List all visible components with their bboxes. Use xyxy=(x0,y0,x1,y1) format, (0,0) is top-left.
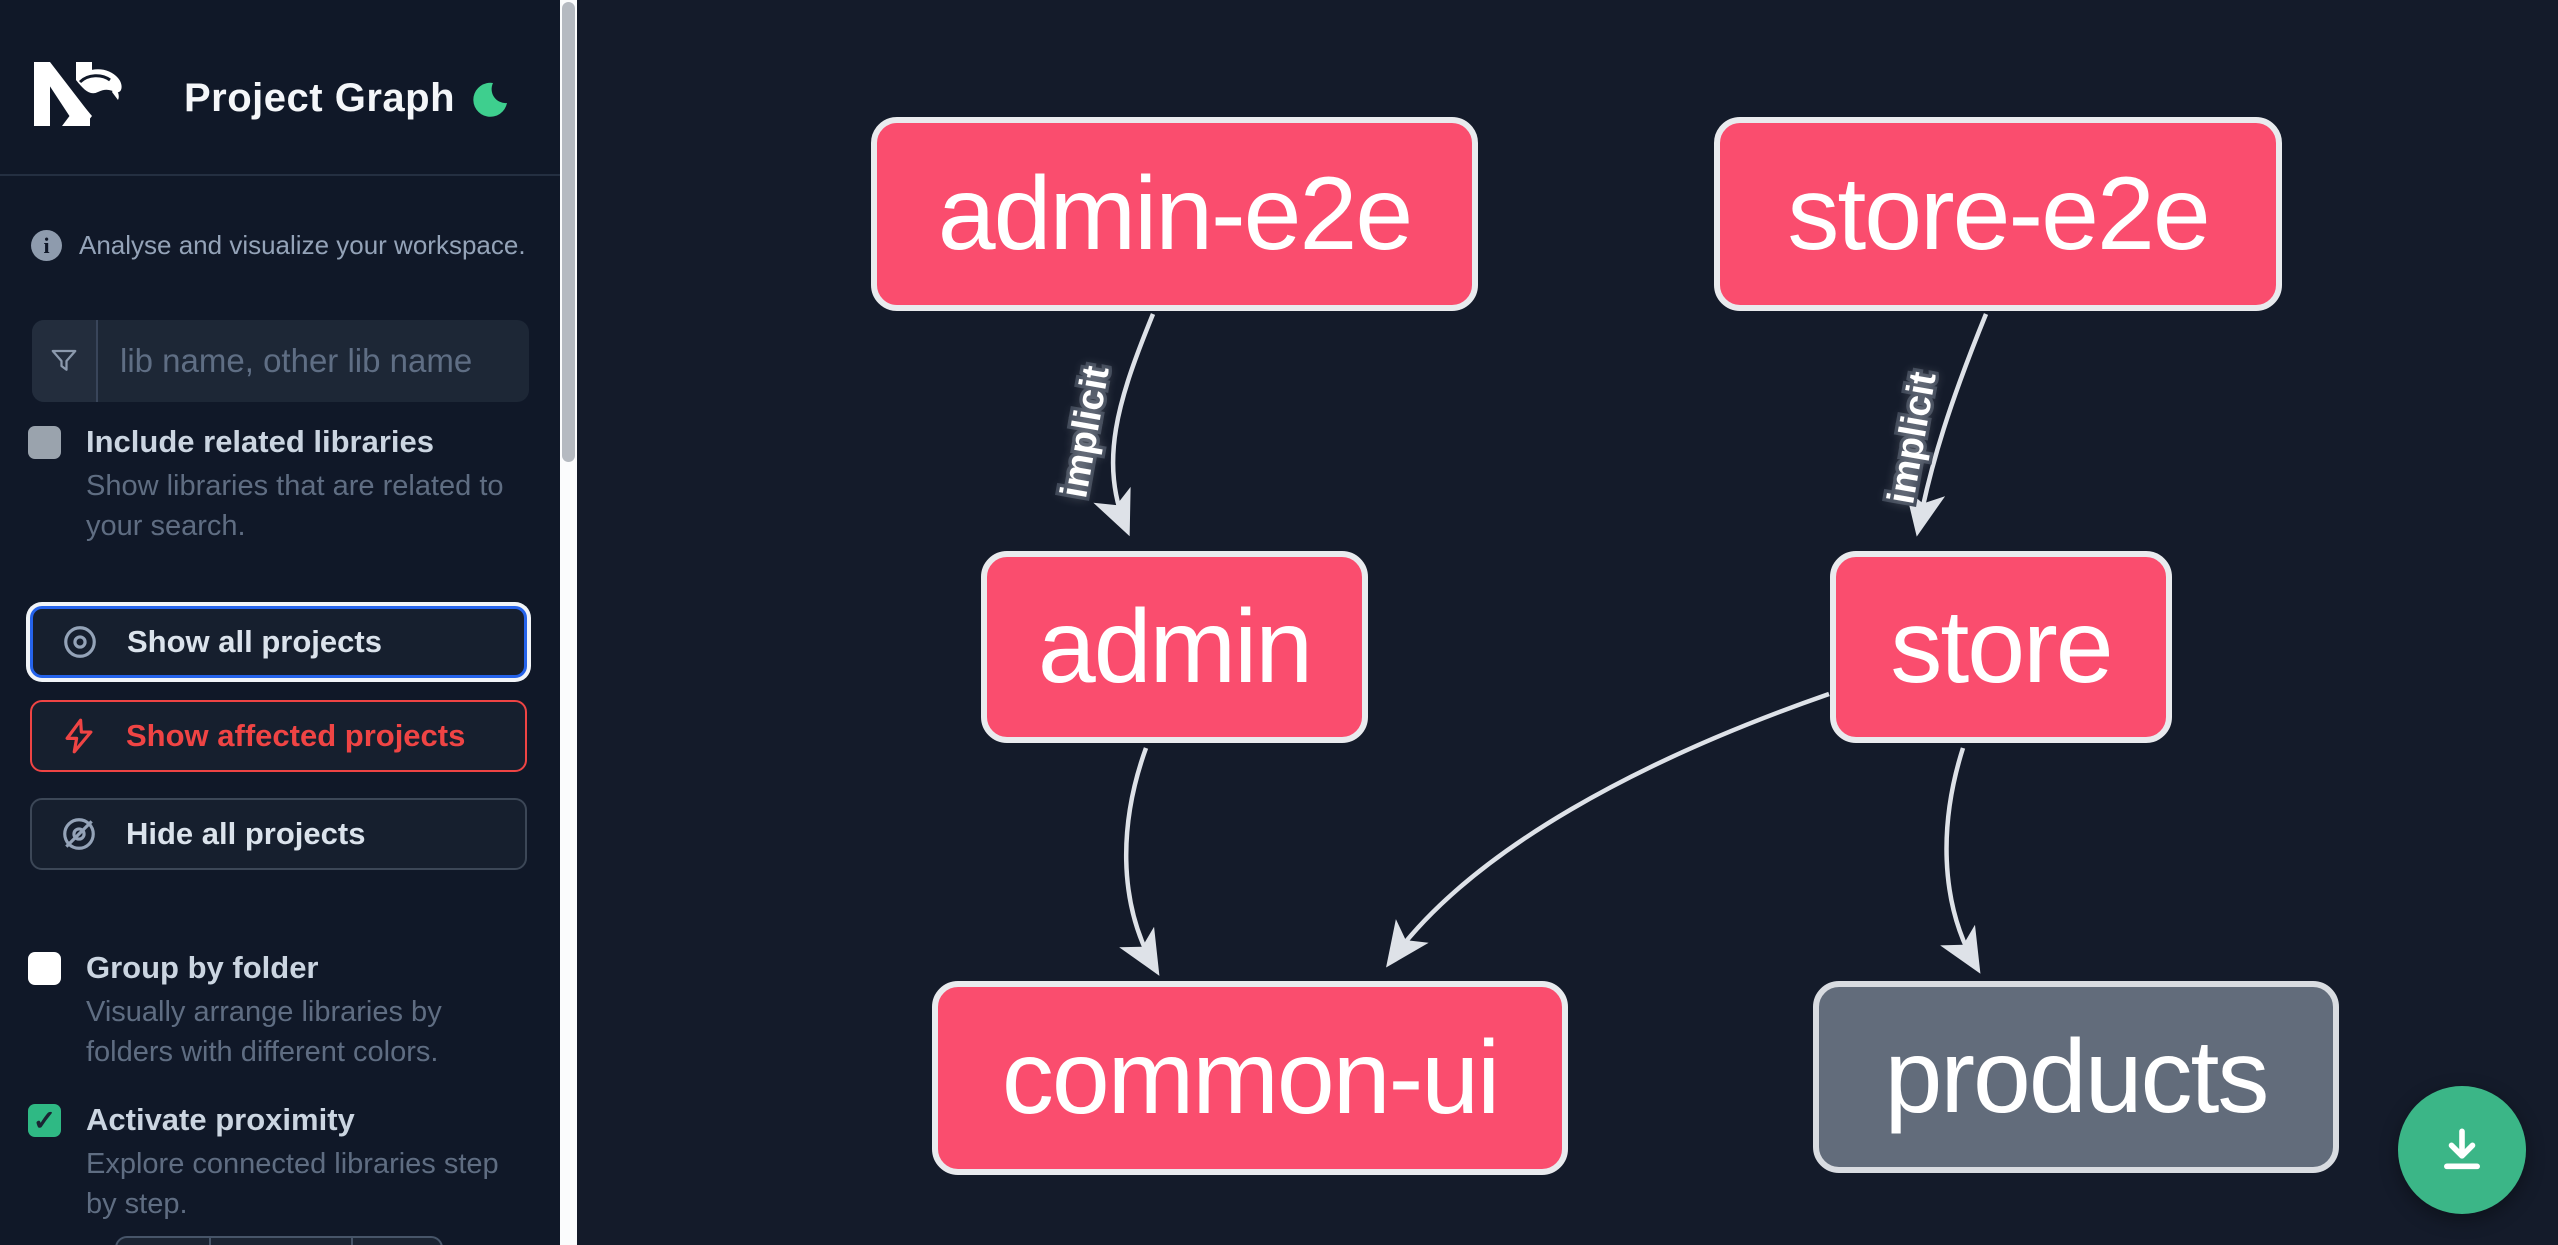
search-input[interactable] xyxy=(98,320,529,402)
sidebar-scrollbar[interactable] xyxy=(560,0,577,1245)
page-title: Project Graph xyxy=(184,76,456,120)
nx-logo-icon xyxy=(34,62,122,126)
include-related-description: Show libraries that are related to your … xyxy=(86,470,504,542)
proximity-depth-control[interactable] xyxy=(115,1236,443,1245)
activate-proximity-label: Activate proximity xyxy=(86,1102,355,1137)
group-by-folder-description: Visually arrange libraries by folders wi… xyxy=(86,996,442,1068)
search-box xyxy=(32,320,529,402)
proximity-increment-button[interactable] xyxy=(351,1236,443,1245)
theme-toggle-moon-icon[interactable] xyxy=(466,78,510,122)
graph-node-products[interactable]: products xyxy=(1813,981,2339,1173)
download-icon xyxy=(2444,1128,2480,1170)
hide-all-projects-label: Hide all projects xyxy=(126,816,366,851)
show-all-projects-button[interactable]: Show all projects xyxy=(30,606,527,678)
proximity-decrement-button[interactable] xyxy=(115,1236,211,1245)
option-activate-proximity[interactable]: ✓ Activate proximity Explore connected l… xyxy=(28,1100,533,1224)
download-graph-button[interactable] xyxy=(2398,1086,2526,1214)
edge-store-to-products xyxy=(1940,747,1981,974)
eye-off-icon xyxy=(63,818,95,850)
edge-admin-to-common-ui xyxy=(1119,747,1160,976)
include-related-checkbox[interactable] xyxy=(28,426,61,459)
edge-store-to-common-ui xyxy=(1386,691,1830,968)
eye-icon xyxy=(64,626,96,658)
graph-node-common-ui[interactable]: common-ui xyxy=(932,981,1568,1175)
graph-node-store-e2e[interactable]: store-e2e xyxy=(1714,117,2282,311)
proximity-value-field[interactable] xyxy=(211,1236,351,1245)
bolt-icon xyxy=(65,718,93,754)
activate-proximity-checkbox[interactable]: ✓ xyxy=(28,1104,61,1137)
graph-node-admin[interactable]: admin xyxy=(981,551,1368,743)
graph-node-store[interactable]: store xyxy=(1830,551,2172,743)
show-all-projects-label: Show all projects xyxy=(127,624,382,659)
group-by-folder-label: Group by folder xyxy=(86,950,319,985)
info-icon: i xyxy=(31,230,62,261)
graph-node-admin-e2e[interactable]: admin-e2e xyxy=(871,117,1478,311)
sidebar-header: Project Graph xyxy=(0,0,560,176)
option-group-by-folder[interactable]: Group by folder Visually arrange librari… xyxy=(28,948,533,1072)
edge-admin-e2e-to-admin xyxy=(1093,313,1156,537)
info-banner: i Analyse and visualize your workspace. xyxy=(31,230,526,261)
show-affected-projects-label: Show affected projects xyxy=(126,718,466,753)
activate-proximity-description: Explore connected libraries step by step… xyxy=(86,1148,499,1220)
sidebar: Project Graph i Analyse and visualize yo… xyxy=(0,0,560,1245)
info-text: Analyse and visualize your workspace. xyxy=(79,230,526,260)
option-include-related[interactable]: Include related libraries Show libraries… xyxy=(28,422,533,546)
filter-icon xyxy=(32,320,98,402)
edge-store-e2e-to-store xyxy=(1905,313,1989,537)
sidebar-scrollbar-thumb[interactable] xyxy=(562,2,575,462)
include-related-label: Include related libraries xyxy=(86,424,435,459)
hide-all-projects-button[interactable]: Hide all projects xyxy=(30,798,527,870)
group-by-folder-checkbox[interactable] xyxy=(28,952,61,985)
show-affected-projects-button[interactable]: Show affected projects xyxy=(30,700,527,772)
